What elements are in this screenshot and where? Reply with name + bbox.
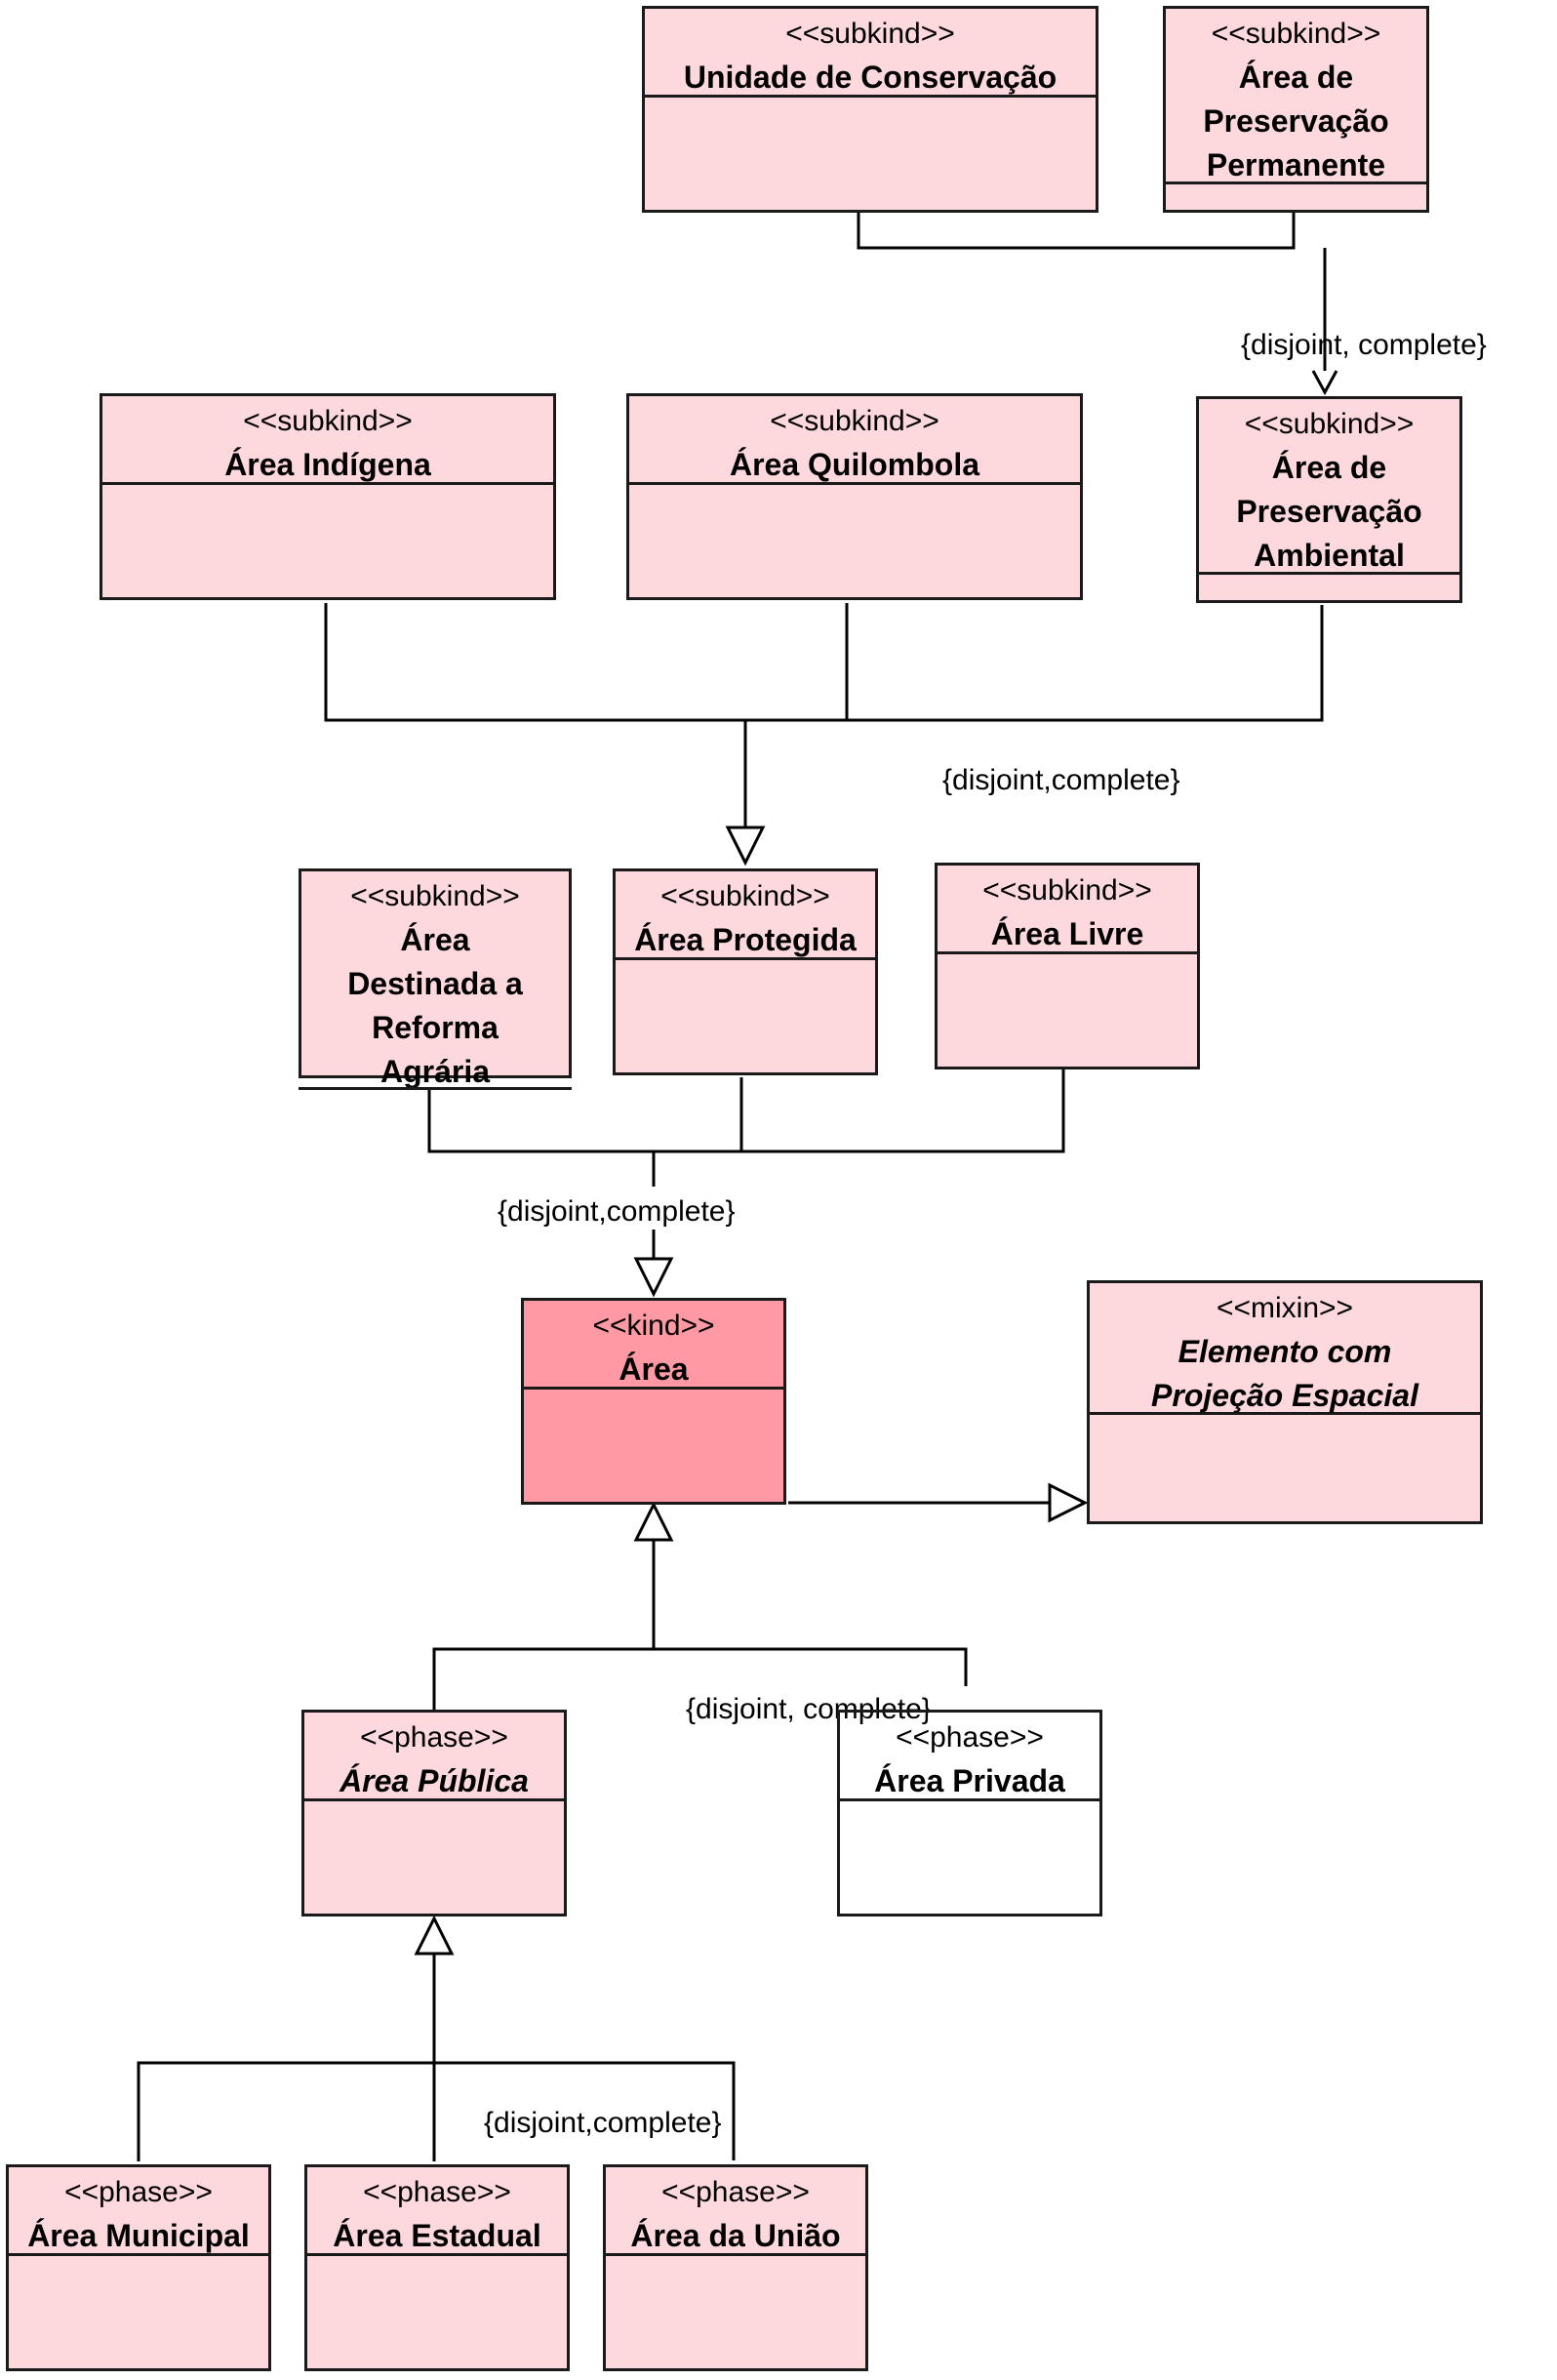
constraint-preservacao: {disjoint, complete}: [1241, 329, 1487, 361]
class-area-indigena[interactable]: <<subkind>> Área Indígena: [100, 393, 556, 600]
stereotype-label: <<subkind>>: [982, 874, 1152, 907]
class-name-line: Preservação: [1203, 103, 1389, 139]
stereotype-label: <<subkind>>: [350, 880, 520, 912]
class-elemento-projecao-espacial[interactable]: <<mixin>> Elemento com Projeção Espacial: [1087, 1280, 1483, 1524]
class-name: Área Pública: [339, 1763, 529, 1798]
constraint-area-subkinds: {disjoint,complete}: [498, 1195, 736, 1228]
stereotype-label: <<phase>>: [360, 1721, 508, 1754]
class-name-line: Destinada a: [347, 966, 523, 1001]
class-name-line: Área: [400, 922, 470, 957]
class-area-privada[interactable]: <<phase>> Área Privada: [837, 1710, 1102, 1916]
class-area-municipal[interactable]: <<phase>> Área Municipal: [6, 2164, 271, 2371]
class-area-quilombola[interactable]: <<subkind>> Área Quilombola: [626, 393, 1083, 600]
class-area-protegida[interactable]: <<subkind>> Área Protegida: [613, 868, 878, 1075]
class-area-preservacao-ambiental[interactable]: <<subkind>> Área de Preservação Ambienta…: [1196, 396, 1462, 603]
generalization-mixin: [788, 1482, 1089, 1523]
class-name: Área da União: [630, 2218, 841, 2253]
stereotype-label: <<subkind>>: [1211, 18, 1381, 50]
stereotype-label: <<subkind>>: [770, 405, 939, 437]
class-area-kind[interactable]: <<kind>> Área: [521, 1298, 786, 1505]
class-area-estadual[interactable]: <<phase>> Área Estadual: [304, 2164, 570, 2371]
stereotype-label: <<subkind>>: [243, 405, 413, 437]
constraint-protegida: {disjoint,complete}: [942, 764, 1180, 796]
generalization-area-subkinds: [427, 1069, 1065, 1298]
class-area-publica[interactable]: <<phase>> Área Pública: [301, 1710, 567, 1916]
class-name: Área Quilombola: [729, 447, 980, 482]
constraint-area-phases: {disjoint, complete}: [686, 1693, 932, 1725]
class-area-da-uniao[interactable]: <<phase>> Área da União: [603, 2164, 868, 2371]
class-name-line: Projeção Espacial: [1151, 1378, 1418, 1413]
class-name-line: Reforma: [372, 1010, 499, 1045]
constraint-publica-phases: {disjoint,complete}: [484, 2107, 722, 2139]
stereotype-label: <<phase>>: [896, 1721, 1044, 1754]
class-name-line: Área de: [1271, 450, 1387, 485]
stereotype-label: <<kind>>: [592, 1310, 715, 1342]
class-name-line: Elemento com: [1178, 1334, 1392, 1369]
class-name: Unidade de Conservação: [683, 60, 1058, 95]
generalization-protegida-set: [324, 603, 1324, 867]
class-name-line: Preservação: [1236, 494, 1422, 529]
class-name-line: Área de: [1238, 60, 1354, 95]
stereotype-label: <<subkind>>: [785, 18, 955, 50]
class-name: Área Indígena: [224, 447, 431, 482]
stereotype-label: <<phase>>: [64, 2176, 213, 2208]
class-name: Área Livre: [990, 916, 1144, 951]
stereotype-label: <<phase>>: [661, 2176, 810, 2208]
stereotype-label: <<subkind>>: [1244, 408, 1415, 440]
class-name: Área Privada: [874, 1763, 1065, 1798]
stereotype-label: <<phase>>: [363, 2176, 511, 2208]
class-name-line: Agrária: [379, 1054, 491, 1089]
class-unidade-conservacao[interactable]: <<subkind>> Unidade de Conservação: [642, 6, 1098, 213]
class-name-line: Ambiental: [1254, 538, 1405, 573]
class-name-line: Permanente: [1206, 147, 1386, 182]
class-area-livre[interactable]: <<subkind>> Área Livre: [935, 863, 1200, 1069]
class-area-reforma-agraria[interactable]: <<subkind>> Área Destinada a Reforma Agr…: [299, 868, 572, 1089]
generalization-publica-phases: [137, 1915, 736, 2161]
class-area-preservacao-permanente[interactable]: <<subkind>> Área de Preservação Permanen…: [1163, 6, 1429, 213]
stereotype-label: <<mixin>>: [1216, 1292, 1354, 1324]
class-name: Área: [619, 1351, 689, 1387]
generalization-area-phases: [432, 1501, 968, 1710]
generalization-preservacao-set: [857, 213, 1338, 396]
class-name: Área Municipal: [27, 2218, 250, 2253]
stereotype-label: <<subkind>>: [660, 880, 830, 912]
reforma-agraria-compartment-line: [299, 1087, 572, 1090]
class-name: Área Estadual: [333, 2218, 541, 2253]
class-name: Área Protegida: [634, 922, 857, 957]
